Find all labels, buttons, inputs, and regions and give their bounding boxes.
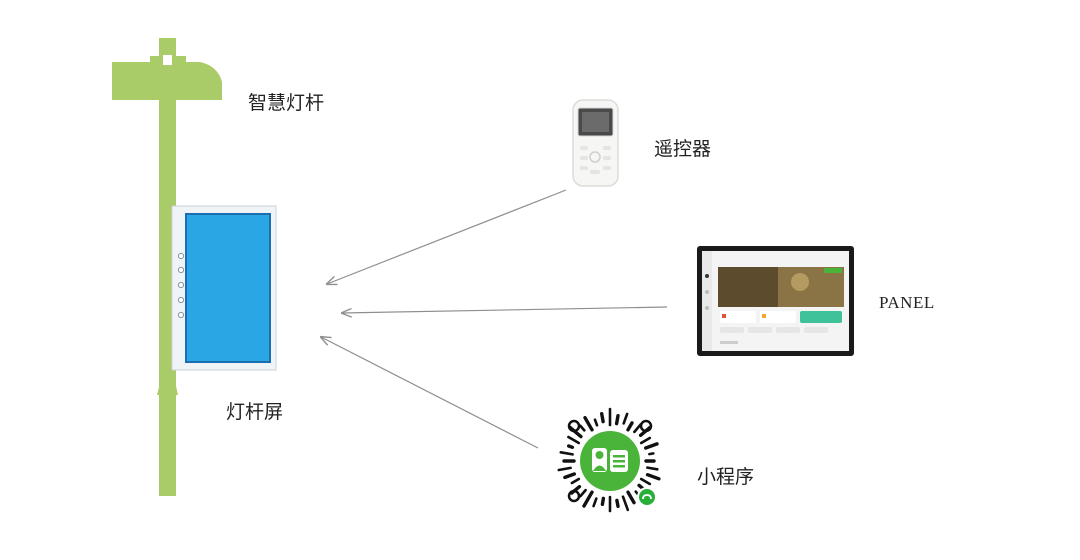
arrow-panel-to-screen <box>342 306 668 313</box>
smart-pole-icon <box>112 38 222 496</box>
arrow-mini-program-to-screen <box>321 337 539 449</box>
label-remote: 遥控器 <box>654 138 712 160</box>
pole-screen-icon <box>171 205 277 371</box>
tablet-panel-icon <box>697 246 854 356</box>
mini-program-code-icon <box>557 407 661 513</box>
label-smart-pole: 智慧灯杆 <box>248 92 325 114</box>
label-panel: PANEL <box>879 293 935 312</box>
arrow-remote-to-screen <box>327 189 567 284</box>
label-pole-screen: 灯杆屏 <box>226 401 284 423</box>
remote-control-icon <box>572 99 619 187</box>
label-mini-program: 小程序 <box>697 466 755 488</box>
